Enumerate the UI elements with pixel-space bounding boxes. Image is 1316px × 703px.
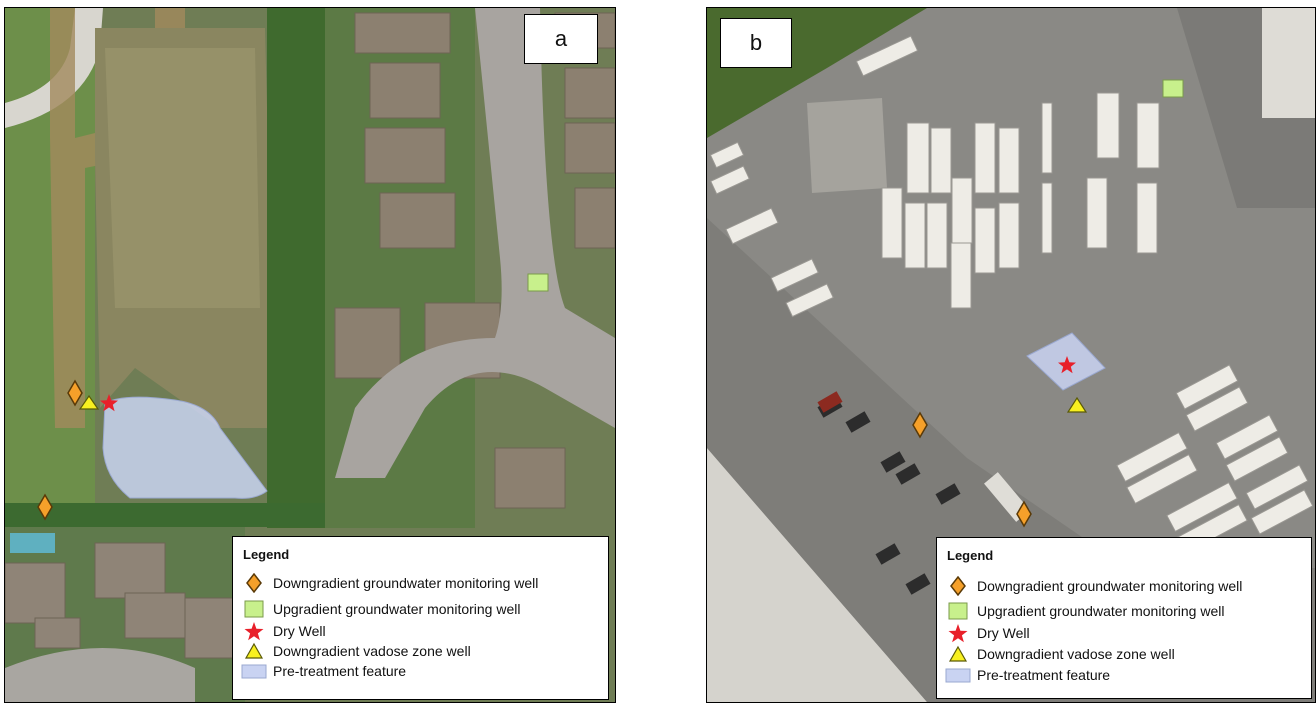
- upgradient-gw-well-marker: [1162, 79, 1184, 98]
- legend-item: Downgradient vadose zone well: [241, 641, 471, 661]
- legend-item: Downgradient vadose zone well: [945, 644, 1175, 664]
- vadose-zone-well-marker: [1066, 396, 1088, 413]
- vadose-zone-well-marker: [78, 394, 100, 410]
- downgradient-gw-well-marker: [912, 411, 928, 439]
- blue-rectangle-icon: [945, 668, 971, 683]
- legend-item-label: Downgradient vadose zone well: [273, 643, 471, 659]
- legend-item-label: Downgradient groundwater monitoring well: [977, 578, 1243, 594]
- legend-item: Dry Well: [241, 621, 326, 641]
- red-star-icon: [244, 622, 264, 641]
- legend-item-label: Upgradient groundwater monitoring well: [977, 603, 1225, 619]
- legend-item-label: Downgradient groundwater monitoring well: [273, 575, 539, 591]
- panel-label-b: b: [720, 18, 792, 68]
- orange-diamond-icon: [950, 576, 966, 596]
- pretreatment-feature-polygon-a: [102, 396, 268, 499]
- legend-item: Upgradient groundwater monitoring well: [945, 601, 1224, 621]
- legend-item: Downgradient groundwater monitoring well: [945, 576, 1242, 596]
- dry-well-marker: [1058, 356, 1076, 374]
- legend-item: Pre-treatment feature: [945, 665, 1110, 685]
- legend-item-label: Pre-treatment feature: [977, 667, 1111, 683]
- downgradient-gw-well-marker: [1016, 500, 1032, 528]
- dry-well-marker: [100, 394, 118, 412]
- legend-a: Legend Downgradient groundwater monitori…: [232, 536, 609, 700]
- orange-diamond-icon: [246, 573, 262, 593]
- yellow-triangle-icon: [244, 642, 264, 659]
- yellow-triangle-icon: [948, 645, 968, 662]
- upgradient-gw-well-marker: [527, 273, 549, 292]
- aerial-image-a: [5, 8, 615, 702]
- downgradient-gw-well-marker: [67, 379, 83, 407]
- legend-item: Dry Well: [945, 623, 1030, 643]
- blue-rectangle-icon: [241, 664, 267, 679]
- legend-title: Legend: [243, 547, 290, 562]
- legend-item-label: Pre-treatment feature: [273, 663, 407, 679]
- legend-item-label: Dry Well: [273, 623, 326, 639]
- legend-item: Pre-treatment feature: [241, 661, 406, 681]
- map-panel-b: b Legend Downgradient groundwater monito…: [706, 7, 1316, 703]
- panel-label-a: a: [524, 14, 598, 64]
- legend-item: Upgradient groundwater monitoring well: [241, 599, 520, 619]
- legend-item: Downgradient groundwater monitoring well: [241, 573, 538, 593]
- legend-title: Legend: [947, 548, 994, 563]
- legend-item-label: Downgradient vadose zone well: [977, 646, 1175, 662]
- legend-b: Legend Downgradient groundwater monitori…: [936, 537, 1312, 699]
- green-square-icon: [244, 600, 264, 618]
- legend-item-label: Dry Well: [977, 625, 1030, 641]
- legend-item-label: Upgradient groundwater monitoring well: [273, 601, 521, 617]
- map-panel-a: a Legend Downgradient groundwater monito…: [4, 7, 616, 703]
- downgradient-gw-well-marker: [37, 493, 53, 521]
- green-square-icon: [948, 602, 968, 620]
- red-star-icon: [948, 624, 968, 643]
